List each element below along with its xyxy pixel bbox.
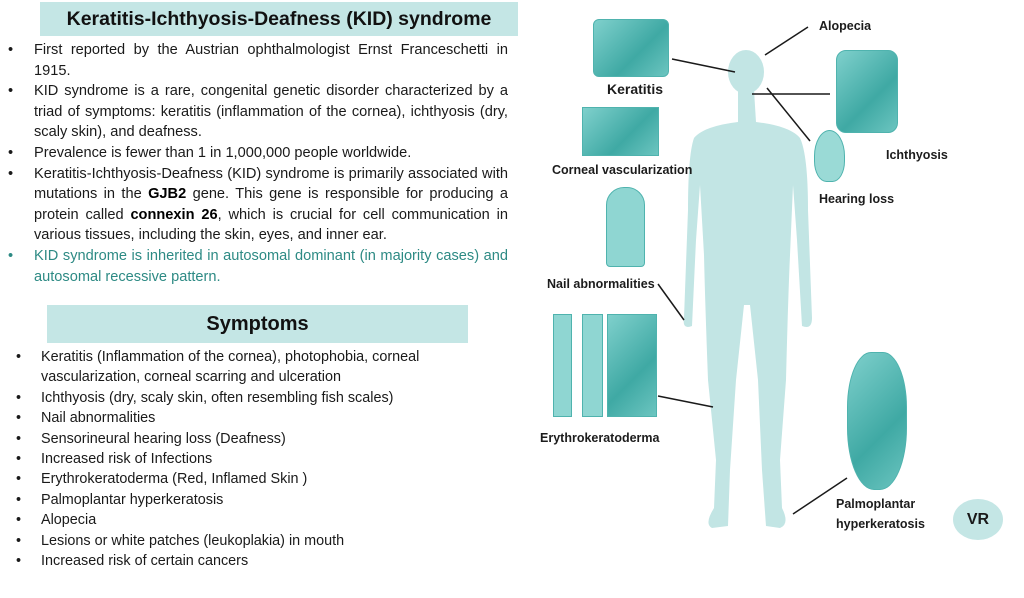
list-item: Nail abnormalities xyxy=(16,408,486,429)
erythrokeratoderma-label: Erythrokeratoderma xyxy=(540,431,660,445)
list-item: Erythrokeratoderma (Red, Inflamed Skin ) xyxy=(16,469,486,490)
list-item: First reported by the Austrian ophthalmo… xyxy=(8,40,508,81)
list-item: Alopecia xyxy=(16,510,486,531)
list-item: Increased risk of certain cancers xyxy=(16,551,486,572)
list-item: Prevalence is fewer than 1 in 1,000,000 … xyxy=(8,143,508,164)
list-item: Increased risk of Infections xyxy=(16,449,486,470)
gene-name: GJB2 xyxy=(148,186,187,203)
keratitis-photo xyxy=(593,19,669,77)
symptoms-list: Keratitis (Inflammation of the cornea), … xyxy=(16,347,486,572)
eye-photo xyxy=(582,107,659,156)
symptoms-heading: Symptoms xyxy=(47,305,468,343)
foot-photo xyxy=(847,352,907,490)
nail-photo xyxy=(606,187,645,267)
alopecia-label: Alopecia xyxy=(819,19,872,33)
skin-photo xyxy=(607,314,657,417)
text: gene. This gene is responsible for produ… xyxy=(34,186,508,223)
list-item: Lesions or white patches (leukoplakia) i… xyxy=(16,531,486,552)
vr-badge: VR xyxy=(953,499,1003,540)
hyperkeratosis-label: hyperkeratosis xyxy=(836,517,925,531)
ear-photo xyxy=(814,130,845,182)
list-item: Ichthyosis (dry, scaly skin, often resem… xyxy=(16,388,486,409)
keratitis-label: Keratitis xyxy=(607,81,663,97)
list-item: KID syndrome is a rare, congenital genet… xyxy=(8,81,508,143)
list-item: Keratitis-Ichthyosis-Deafness (KID) synd… xyxy=(8,164,508,246)
text: Keratitis-Ichthyosis-Deafness (KID) synd… xyxy=(34,165,508,203)
protein-name: connexin 26 xyxy=(130,206,218,223)
connector-lines xyxy=(657,26,848,515)
intro-list: First reported by the Austrian ophthalmo… xyxy=(8,40,508,287)
list-item: Keratitis (Inflammation of the cornea), … xyxy=(16,347,486,388)
leg-photo xyxy=(553,314,572,417)
hearing-loss-label: Hearing loss xyxy=(819,192,895,206)
list-item: Sensorineural hearing loss (Deafness) xyxy=(16,429,486,450)
leg-photo xyxy=(582,314,603,417)
text: , which is crucial for cell communicatio… xyxy=(34,206,508,244)
human-silhouette xyxy=(683,50,812,528)
ichthyosis-label: Ichthyosis xyxy=(886,148,948,162)
nail-label: Nail abnormalities xyxy=(547,277,655,291)
corneal-label: Corneal vascularization xyxy=(552,163,693,177)
list-item: Palmoplantar hyperkeratosis xyxy=(16,490,486,511)
page-title: Keratitis-Ichthyosis-Deafness (KID) synd… xyxy=(40,2,518,36)
palmoplantar-label: Palmoplantar xyxy=(836,497,916,511)
face-photo xyxy=(836,50,898,133)
list-item: KID syndrome is inherited in autosomal d… xyxy=(8,246,508,287)
